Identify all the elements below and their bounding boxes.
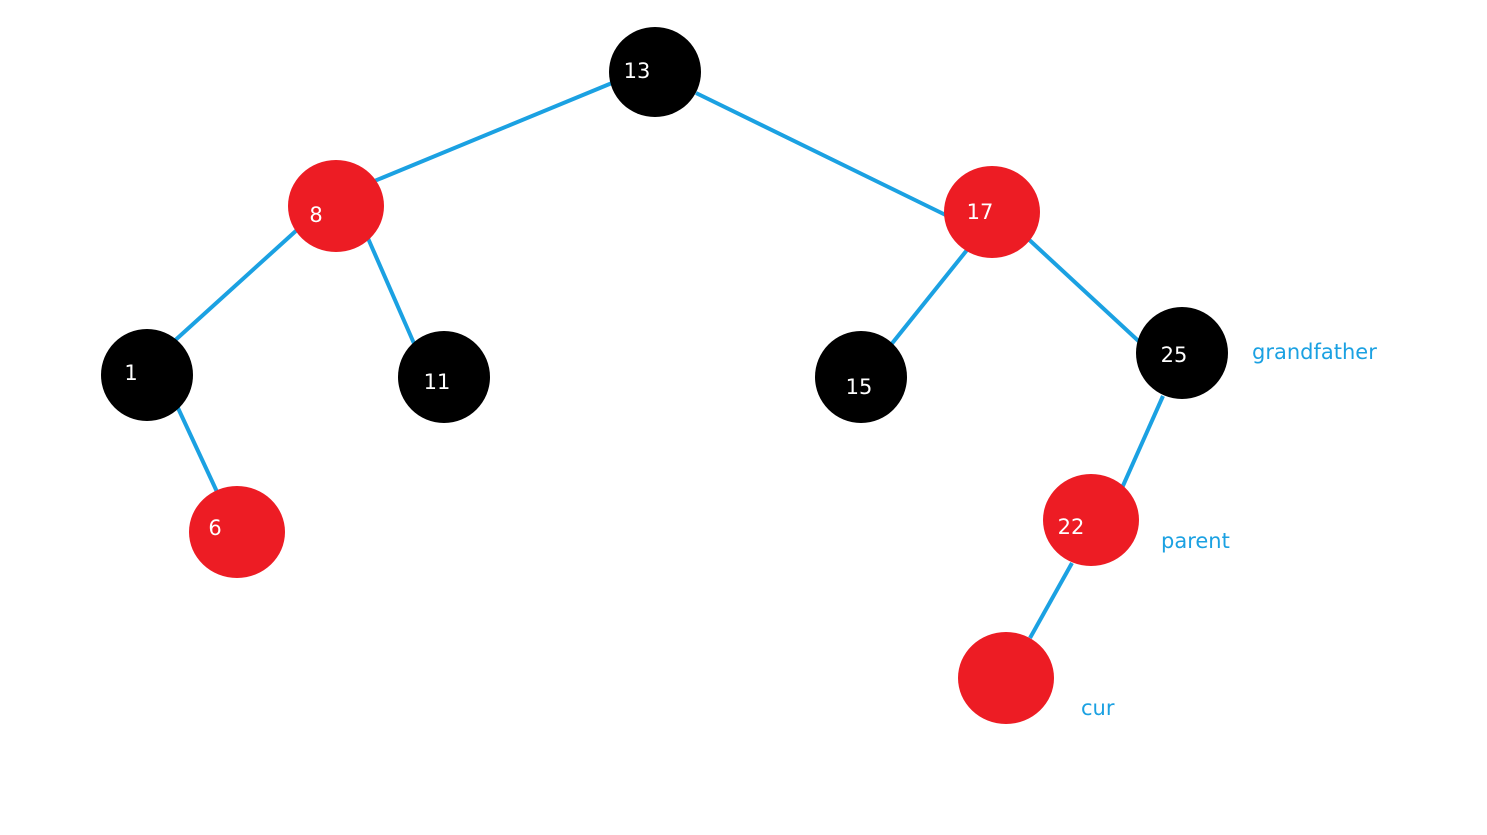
tree-node-11: 11 xyxy=(398,331,490,423)
edge-n8-to-n11 xyxy=(365,235,418,349)
node-value-label: 6 xyxy=(208,516,221,540)
tree-node-6: 6 xyxy=(189,486,285,578)
node-value-label: 25 xyxy=(1161,343,1188,367)
tree-node-1: 1 xyxy=(101,329,193,421)
tree-node-8: 8 xyxy=(288,160,384,252)
tree-node-25: 25 xyxy=(1136,307,1228,399)
edges xyxy=(169,81,1165,639)
node-value-label: 15 xyxy=(846,375,873,399)
annotation-parent: parent xyxy=(1161,529,1230,553)
annotation-cur: cur xyxy=(1081,696,1115,720)
node-circle xyxy=(944,166,1040,258)
tree-node-17: 17 xyxy=(944,166,1040,258)
edge-n13-to-n8 xyxy=(371,81,613,184)
edge-n8-to-n1 xyxy=(169,227,300,346)
node-value-label: 13 xyxy=(624,59,651,83)
node-circle xyxy=(398,331,490,423)
annotation-grandfather: grandfather xyxy=(1252,340,1377,364)
node-circle xyxy=(288,160,384,252)
node-circle xyxy=(958,632,1054,724)
edge-n13-to-n17 xyxy=(695,91,961,224)
tree-node-cur xyxy=(958,632,1054,724)
node-value-label: 1 xyxy=(124,361,137,385)
node-circle xyxy=(1043,474,1139,566)
tree-node-22: 22 xyxy=(1043,474,1139,566)
node-value-label: 22 xyxy=(1058,515,1085,539)
edge-n25-to-n22 xyxy=(1120,395,1165,489)
edge-n1-to-n6 xyxy=(176,407,220,495)
edge-n17-to-n15 xyxy=(888,243,973,348)
tree-node-15: 15 xyxy=(815,331,907,423)
node-circle xyxy=(1136,307,1228,399)
node-value-label: 17 xyxy=(967,200,994,224)
node-value-label: 11 xyxy=(424,370,451,394)
node-circle xyxy=(189,486,285,578)
annotations: grandfather parent cur xyxy=(1081,340,1377,720)
node-circle xyxy=(101,329,193,421)
tree-node-13: 13 xyxy=(609,27,701,117)
node-circle xyxy=(815,331,907,423)
node-value-label: 8 xyxy=(309,203,322,227)
edge-n22-to-ncur xyxy=(1028,562,1074,639)
edge-n17-to-n25 xyxy=(1022,233,1148,350)
node-circle xyxy=(609,27,701,117)
